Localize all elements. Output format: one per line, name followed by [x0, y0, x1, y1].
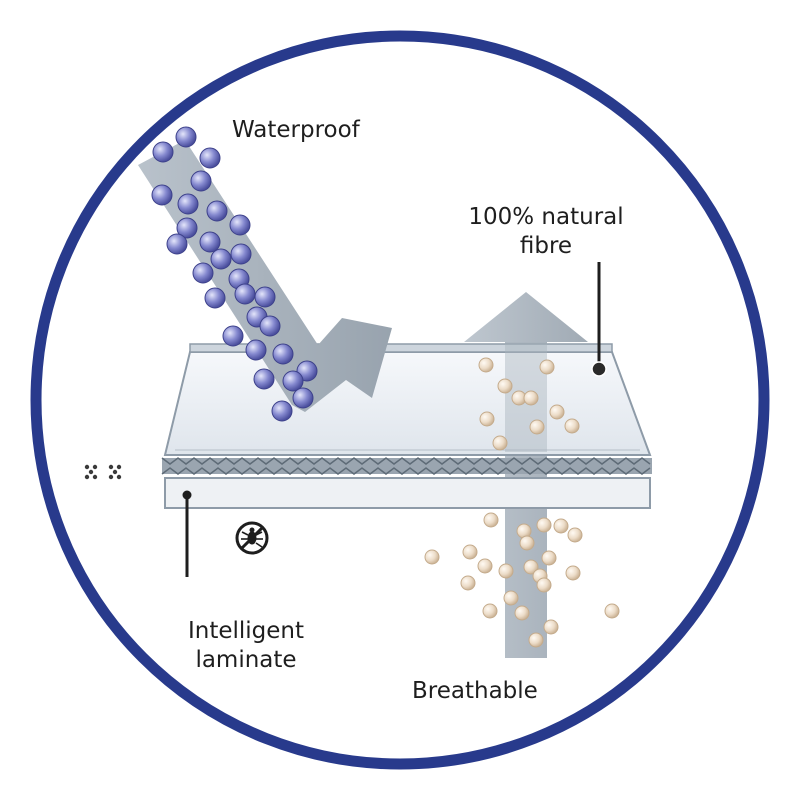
water-drop: [175, 126, 197, 148]
water-drop: [176, 217, 198, 239]
natural-fibre-label: 100% natural fibre: [450, 203, 642, 261]
vapour-drop: [424, 549, 440, 565]
vapour-drop: [539, 359, 555, 375]
vapour-drop: [514, 605, 530, 621]
vapour-drop: [483, 512, 499, 528]
vapour-drop: [503, 590, 519, 606]
water-drop: [230, 243, 252, 265]
natural-fibre-label-line2: fibre: [519, 233, 573, 259]
water-drop: [199, 147, 221, 169]
water-drop: [190, 170, 212, 192]
vapour-drop: [523, 559, 539, 575]
vapour-drop: [492, 435, 508, 451]
vapour-drop: [519, 535, 535, 551]
vapour-drop: [541, 550, 557, 566]
vapour-drop: [460, 575, 476, 591]
water-drop: [271, 400, 293, 422]
breathable-arrow: [464, 292, 588, 658]
water-drop: [204, 287, 226, 309]
vapour-drop: [462, 544, 478, 560]
laminate-zigzag: [161, 457, 652, 475]
vapour-drop: [497, 378, 513, 394]
water-drop: [272, 343, 294, 365]
vapour-drops: [424, 357, 620, 648]
vapour-drop: [536, 577, 552, 593]
water-drop: [292, 387, 314, 409]
dots-icon: [84, 464, 122, 480]
vapour-drop: [529, 419, 545, 435]
water-drop: [253, 368, 275, 390]
water-drop: [151, 184, 173, 206]
fibre-leader-line: [591, 262, 607, 377]
water-drop: [206, 200, 228, 222]
vapour-drop: [498, 563, 514, 579]
vapour-drop: [523, 390, 539, 406]
water-drop: [199, 231, 221, 253]
laminate-leader-line: [182, 490, 192, 577]
water-drop: [152, 141, 174, 163]
vapour-drop: [528, 632, 544, 648]
vapour-drop: [564, 418, 580, 434]
laminate-layer: [164, 477, 651, 509]
vapour-drop: [477, 558, 493, 574]
laminate-label-line2: laminate: [195, 647, 297, 673]
laminate-label-line1: Intelligent: [187, 618, 305, 644]
water-drop: [234, 283, 256, 305]
water-drop: [254, 286, 276, 308]
waterproof-arrow: [138, 140, 392, 412]
water-drop: [222, 325, 244, 347]
vapour-drop: [478, 357, 494, 373]
vapour-drop: [482, 603, 498, 619]
natural-fibre-layer: [163, 343, 652, 456]
water-drop: [210, 248, 232, 270]
vapour-drop: [536, 517, 552, 533]
no-bug-icon: [235, 521, 269, 555]
vapour-drop: [543, 619, 559, 635]
water-drops: [151, 126, 318, 422]
vapour-drop: [479, 411, 495, 427]
waterproof-label: Waterproof: [232, 117, 360, 143]
water-drop: [259, 315, 281, 337]
water-drop: [229, 214, 251, 236]
vapour-drop: [549, 404, 565, 420]
vapour-drop: [604, 603, 620, 619]
water-drop: [177, 193, 199, 215]
water-drop: [166, 233, 188, 255]
water-drop: [282, 370, 304, 392]
vapour-drop: [553, 518, 569, 534]
vapour-drop: [567, 527, 583, 543]
laminate-label: Intelligent laminate: [160, 617, 332, 675]
vapour-drop: [565, 565, 581, 581]
water-drop: [192, 262, 214, 284]
water-drop: [245, 339, 267, 361]
breathable-label: Breathable: [412, 678, 538, 704]
natural-fibre-label-line1: 100% natural: [468, 204, 624, 230]
